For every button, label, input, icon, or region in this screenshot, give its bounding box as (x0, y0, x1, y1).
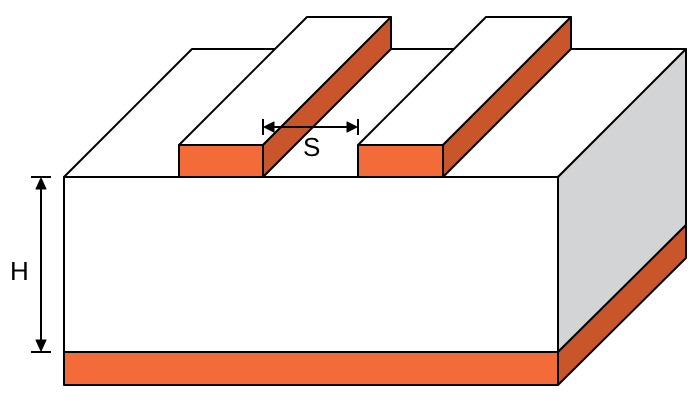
height-dimension: H (10, 176, 51, 353)
spacing-arrowhead-left (263, 121, 275, 133)
ground-plane-front (63, 351, 559, 386)
height-arrowhead-bottom (35, 339, 47, 352)
height-arrowhead-top (35, 177, 47, 190)
spacing-arrowhead-right (346, 121, 358, 133)
spacing-dimension: S (262, 119, 359, 162)
strip-left (178, 16, 392, 178)
height-label: H (10, 256, 29, 286)
spacing-label: S (303, 132, 320, 162)
strip-left-front (178, 144, 264, 178)
substrate-front-face (63, 176, 559, 353)
strip-right (357, 16, 572, 178)
ground-plane (63, 224, 687, 386)
substrate (63, 48, 687, 353)
strip-right-front (357, 144, 444, 178)
ground-plane-side (557, 224, 687, 386)
